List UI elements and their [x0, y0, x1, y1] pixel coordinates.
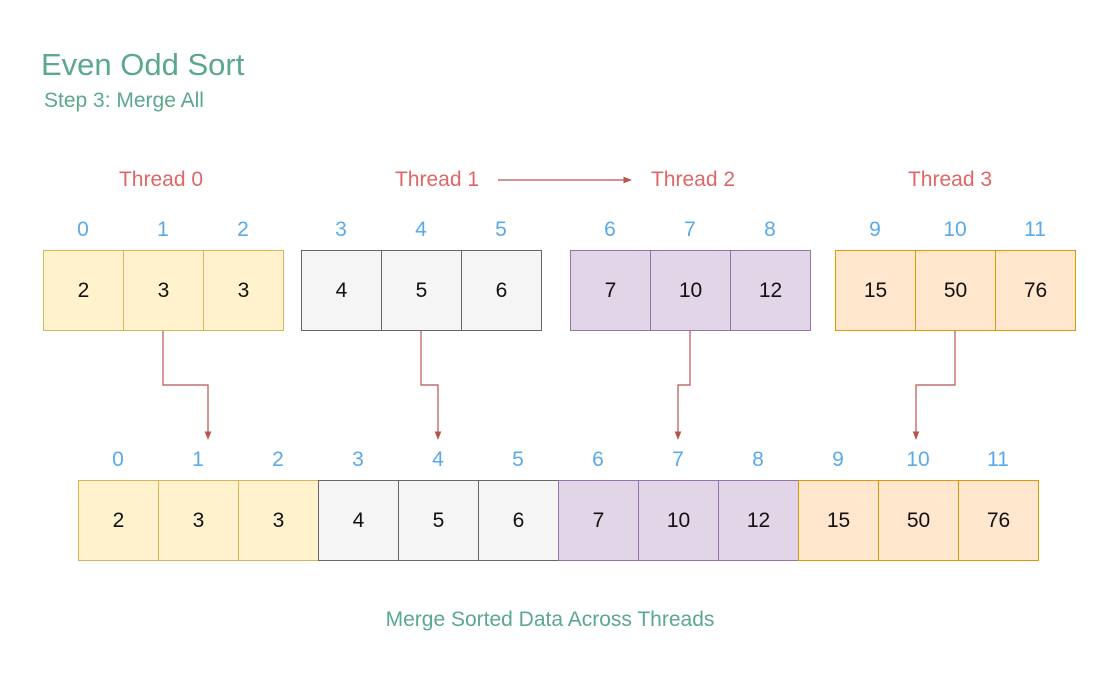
- merged-cell: 3: [158, 480, 239, 561]
- thread-1-index: 4: [415, 218, 427, 241]
- diagram-title: Even Odd Sort: [41, 47, 245, 82]
- merged-cell: 12: [718, 480, 799, 561]
- merged-cell: 50: [878, 480, 959, 561]
- thread-2-index: 6: [604, 218, 616, 241]
- thread-2-cell: 10: [650, 250, 731, 331]
- merged-cell: 3: [238, 480, 319, 561]
- thread-0-cell: 2: [43, 250, 124, 331]
- thread-0-index: 1: [157, 218, 169, 241]
- thread-label-0: Thread 0: [118, 168, 204, 191]
- thread-3-index: 9: [869, 218, 881, 241]
- thread-label-1: Thread 1: [394, 168, 480, 191]
- thread-label-3: Thread 3: [907, 168, 993, 191]
- thread-0-index: 2: [237, 218, 249, 241]
- merged-cell: 5: [398, 480, 479, 561]
- merged-index: 7: [672, 448, 684, 471]
- merge-arrow-2: [674, 331, 691, 440]
- thread-1-cell: 6: [461, 250, 542, 331]
- merged-index: 0: [112, 448, 124, 471]
- merged-index: 5: [512, 448, 524, 471]
- merged-cell: 10: [638, 480, 719, 561]
- merged-index: 9: [832, 448, 844, 471]
- merged-index: 8: [752, 448, 764, 471]
- diagram-subtitle: Step 3: Merge All: [44, 89, 204, 112]
- merged-cell: 2: [78, 480, 159, 561]
- merge-arrow-1: [420, 331, 442, 440]
- thread-2-index: 8: [764, 218, 776, 241]
- thread-1-index: 5: [495, 218, 507, 241]
- thread-3-cell: 76: [995, 250, 1076, 331]
- merged-index: 3: [352, 448, 364, 471]
- thread-0-cell: 3: [203, 250, 284, 331]
- thread-3-index: 10: [943, 218, 967, 241]
- merge-arrow-0: [162, 331, 212, 440]
- merged-index: 10: [906, 448, 930, 471]
- merged-cell: 76: [958, 480, 1039, 561]
- merged-cell: 7: [558, 480, 639, 561]
- merged-index: 6: [592, 448, 604, 471]
- thread-2-index: 7: [684, 218, 696, 241]
- thread-1-index: 3: [335, 218, 347, 241]
- merged-index: 4: [432, 448, 444, 471]
- merged-cell: 15: [798, 480, 879, 561]
- thread-1-cell: 4: [301, 250, 382, 331]
- merged-cell: 4: [318, 480, 399, 561]
- merged-index: 2: [272, 448, 284, 471]
- merge-arrow-3: [912, 331, 956, 440]
- thread-label-2: Thread 2: [650, 168, 736, 191]
- thread-3-cell: 15: [835, 250, 916, 331]
- diagram-caption: Merge Sorted Data Across Threads: [385, 608, 715, 631]
- merged-index: 1: [192, 448, 204, 471]
- thread-3-cell: 50: [915, 250, 996, 331]
- thread-2-cell: 12: [730, 250, 811, 331]
- merged-cell: 6: [478, 480, 559, 561]
- thread-0-index: 0: [77, 218, 89, 241]
- thread-3-index: 11: [1024, 218, 1046, 241]
- thread-1-cell: 5: [381, 250, 462, 331]
- thread-2-cell: 7: [570, 250, 651, 331]
- thread-0-cell: 3: [123, 250, 204, 331]
- merged-index: 11: [987, 448, 1009, 471]
